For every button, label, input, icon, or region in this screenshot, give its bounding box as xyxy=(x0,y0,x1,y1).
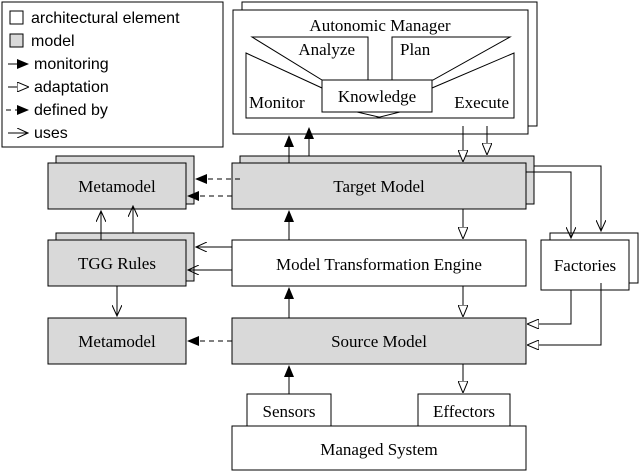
target-model-label: Target Model xyxy=(333,177,425,196)
legend-model-label: model xyxy=(31,33,75,50)
metamodel-bottom: Metamodel xyxy=(47,317,187,365)
execute-label: Execute xyxy=(454,93,509,112)
analyze-label: Analyze xyxy=(298,40,355,59)
legend-model-swatch xyxy=(9,33,24,48)
effectors-box xyxy=(417,393,511,427)
factories-box xyxy=(540,239,630,291)
sensors-box xyxy=(246,393,332,427)
uses-arrow-target-to-factories xyxy=(526,171,571,238)
legend-defined-by-label: defined by xyxy=(34,102,108,119)
effectors-label: Effectors xyxy=(433,402,495,421)
managed-system-box xyxy=(231,425,527,471)
sensors-label: Sensors xyxy=(263,402,316,421)
adaptation-arrow-factories-shadow-to-source xyxy=(528,283,602,345)
legend-adaptation-label: adaptation xyxy=(34,79,109,96)
metamodel-top: Metamodel xyxy=(47,155,195,210)
model-transformation-engine: Model Transformation Engine xyxy=(231,239,527,287)
target-model-box xyxy=(231,162,527,210)
target-model: Target Model xyxy=(231,155,535,210)
source-model-box xyxy=(231,317,527,365)
uses-arrow-target-shadow-to-factories xyxy=(534,165,601,231)
knowledge-box xyxy=(321,79,433,113)
connectors xyxy=(101,126,601,394)
plan-shape xyxy=(391,36,512,81)
metamodel-bottom-box xyxy=(47,317,187,365)
managed-system-group: Sensors Effectors Managed System xyxy=(231,393,527,471)
source-model: Source Model xyxy=(231,317,527,365)
legend-uses-label: uses xyxy=(34,125,68,142)
legend-frame xyxy=(1,1,224,148)
autonomic-manager-title: Autonomic Manager xyxy=(309,16,450,35)
source-model-label: Source Model xyxy=(331,332,427,351)
model-transformation-engine-label: Model Transformation Engine xyxy=(276,255,482,274)
metamodel-bottom-label: Metamodel xyxy=(78,332,156,351)
autonomic-manager: Autonomic Manager Analyze Plan Monitor E… xyxy=(232,1,538,135)
metamodel-top-box xyxy=(47,162,187,210)
monitor-label: Monitor xyxy=(249,93,305,112)
tgg-rules-box xyxy=(47,239,187,287)
knowledge-label: Knowledge xyxy=(338,87,416,106)
tgg-rules: TGG Rules xyxy=(47,232,195,287)
plan-label: Plan xyxy=(400,40,431,59)
factories-label: Factories xyxy=(554,256,616,275)
managed-system-label: Managed System xyxy=(320,440,438,459)
metamodel-top-label: Metamodel xyxy=(78,177,156,196)
legend: architectural element model monitoring a… xyxy=(1,1,224,148)
adaptation-arrow-factories-to-source xyxy=(528,290,572,324)
factories: Factories xyxy=(540,232,639,291)
legend-architectural-element-label: architectural element xyxy=(31,10,180,27)
tgg-rules-label: TGG Rules xyxy=(78,254,156,273)
legend-monitoring-label: monitoring xyxy=(34,56,109,73)
model-transformation-engine-box xyxy=(231,239,527,287)
legend-architectural-element-swatch xyxy=(9,10,24,25)
